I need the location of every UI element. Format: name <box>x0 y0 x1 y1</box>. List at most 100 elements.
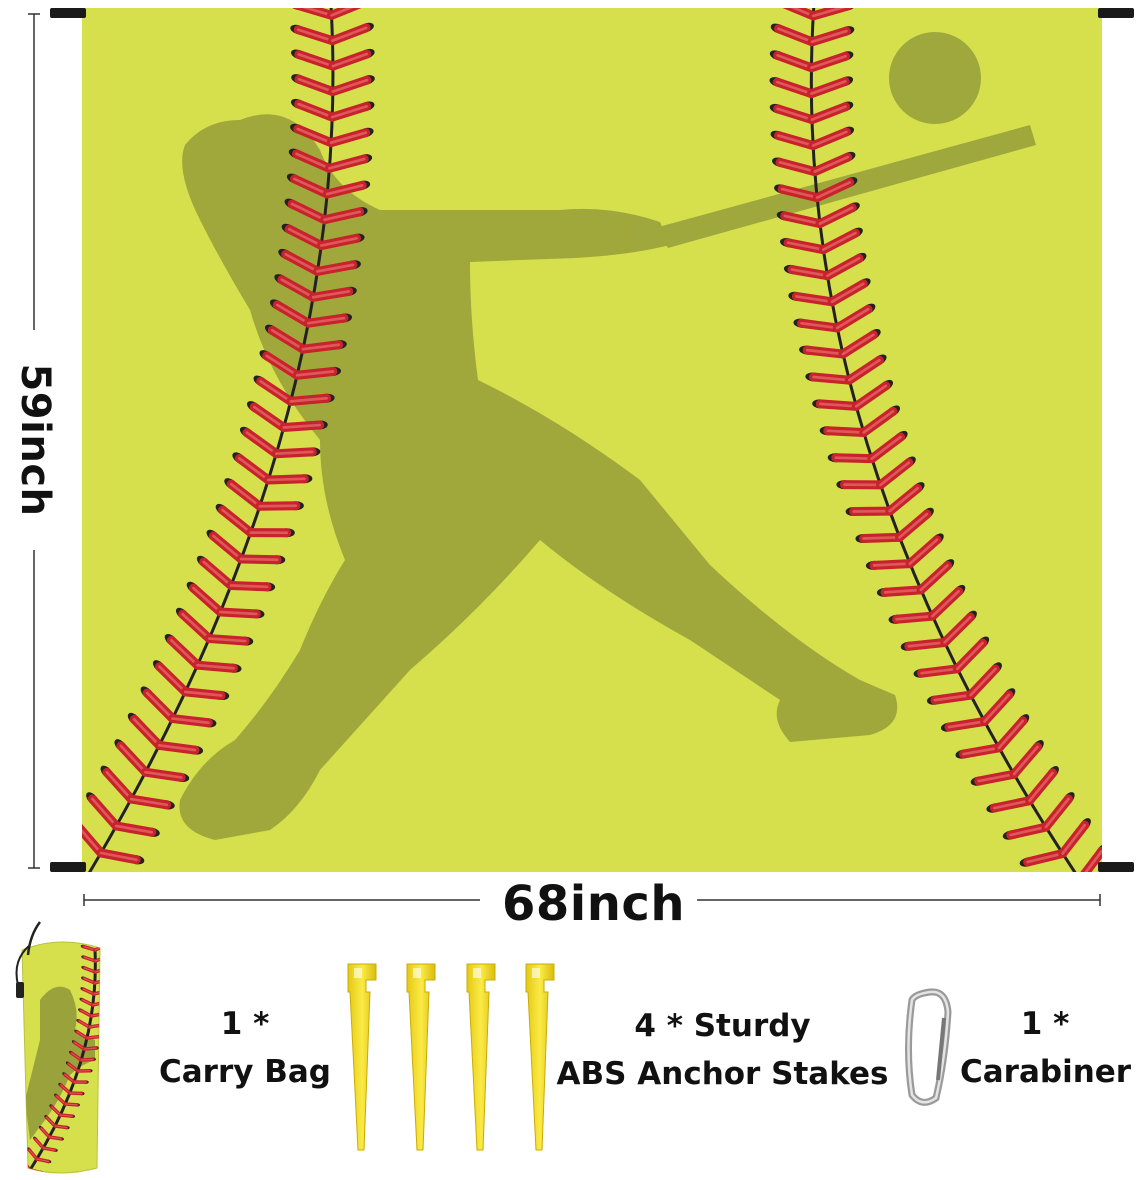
stitch <box>71 1040 87 1051</box>
stitch <box>913 664 962 678</box>
stitch <box>888 611 938 624</box>
stakes-label: ABS Anchor Stakes <box>556 1056 889 1092</box>
stitch <box>774 184 822 203</box>
carry-bag-icon <box>15 921 101 1174</box>
stitch <box>82 1046 100 1051</box>
stitch <box>82 869 85 872</box>
stitch <box>905 533 944 569</box>
stitch <box>284 198 330 225</box>
stitch <box>140 686 178 724</box>
stitch <box>328 75 375 97</box>
stitch <box>780 238 828 255</box>
stitch-seam-left <box>82 8 375 872</box>
height-dimension-line <box>28 13 40 869</box>
stitch <box>770 23 817 47</box>
stitch <box>47 1135 64 1141</box>
stitch <box>58 1113 76 1118</box>
stitch <box>812 399 861 411</box>
accessory-stakes: 4 * Sturdy ABS Anchor Stakes <box>550 1002 895 1098</box>
stitch <box>140 767 190 783</box>
stitch <box>271 447 321 459</box>
stitch <box>769 103 817 125</box>
stitch <box>819 426 869 437</box>
stitch <box>81 965 97 974</box>
stitch <box>940 610 977 647</box>
stitch <box>91 1000 100 1007</box>
stitch <box>80 987 96 996</box>
stitch <box>859 405 901 437</box>
carabiner-qty: 1 * <box>1020 1006 1070 1042</box>
stitch <box>281 223 326 251</box>
stitch <box>1019 849 1068 867</box>
stitch <box>900 637 950 651</box>
stitch <box>876 585 926 597</box>
stitch <box>246 401 289 432</box>
stitch <box>867 430 908 464</box>
stitch <box>62 1072 76 1084</box>
stitch <box>76 1069 93 1073</box>
carabiner-icon <box>905 988 952 1106</box>
stitch <box>236 554 286 565</box>
stitch <box>827 278 871 307</box>
stitch <box>152 660 190 697</box>
stitch <box>298 340 347 354</box>
stitch <box>838 329 881 359</box>
stitch <box>292 366 341 380</box>
stitch <box>885 482 925 516</box>
stitch <box>215 503 256 538</box>
stake-icon <box>406 963 436 1151</box>
stitch <box>327 101 375 122</box>
stitch <box>788 291 837 307</box>
accessory-carabiner: 1 * Carabiner <box>960 1000 1131 1096</box>
width-dimension-line <box>83 894 1101 906</box>
stitch <box>168 714 217 728</box>
stitch <box>836 480 885 490</box>
stitch <box>808 126 855 151</box>
stitch <box>41 1146 58 1152</box>
stitch <box>1025 766 1059 806</box>
stitch <box>805 372 854 385</box>
stakes-qty: 4 * Sturdy <box>634 1008 811 1044</box>
stitch <box>1058 818 1091 859</box>
stitch <box>308 286 357 302</box>
stitch <box>799 345 848 359</box>
stitch <box>196 555 236 590</box>
stitch <box>818 227 863 255</box>
stitch <box>895 507 934 542</box>
stitch <box>100 765 136 804</box>
stitch <box>783 264 832 281</box>
stitch <box>807 101 854 125</box>
stitch <box>204 634 254 646</box>
width-dimension-label: 68inch <box>490 880 698 928</box>
stitch <box>290 98 337 122</box>
stitch <box>232 452 273 485</box>
stitch <box>772 157 820 177</box>
stitch <box>80 944 97 952</box>
stitch <box>290 24 337 46</box>
stitch <box>274 274 318 302</box>
stitch <box>259 350 302 380</box>
stitch <box>1041 792 1075 832</box>
stitch <box>855 532 905 543</box>
stitch <box>1036 880 1080 895</box>
stitch <box>215 607 265 619</box>
height-dimension-label: 59inch <box>12 355 58 525</box>
stitch <box>255 501 304 511</box>
stitch <box>875 456 916 490</box>
stitch <box>955 743 1004 759</box>
stitch <box>26 1147 39 1161</box>
stitch <box>65 1061 80 1073</box>
stitch <box>327 22 374 46</box>
stitch <box>180 687 230 701</box>
stitch <box>312 260 361 276</box>
stitch <box>806 76 854 99</box>
stitch <box>154 740 204 755</box>
stitch <box>291 74 338 97</box>
stitch <box>164 633 203 670</box>
stitch <box>815 202 860 229</box>
stitch <box>812 177 858 203</box>
stitch <box>966 662 1002 700</box>
stitch <box>986 796 1035 813</box>
stitch <box>54 1093 67 1106</box>
stitch-seam-right <box>769 8 1102 895</box>
